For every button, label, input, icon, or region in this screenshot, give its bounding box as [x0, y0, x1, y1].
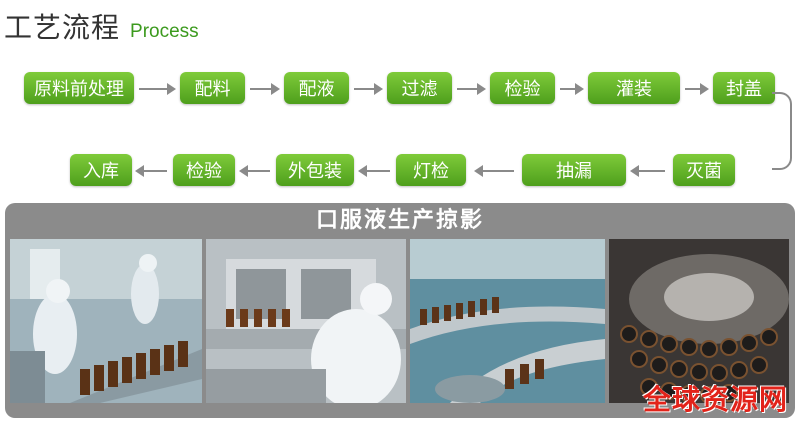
flow-arrow	[457, 83, 486, 95]
row-connector-line	[772, 92, 792, 170]
step-sterilization: 灭菌	[673, 154, 735, 186]
step-light-inspection: 灯检	[396, 154, 466, 186]
step-raw-material-pretreatment: 原料前处理	[24, 72, 134, 104]
step-leak-test: 抽漏	[522, 154, 626, 186]
photo-section-title: 口服液生产掠影	[315, 207, 484, 233]
production-photo-3	[410, 239, 605, 403]
step-filling: 灌装	[588, 72, 680, 104]
step-warehousing: 入库	[70, 154, 132, 186]
flow-arrow	[358, 165, 390, 177]
flow-arrow	[135, 165, 167, 177]
flow-arrow	[239, 165, 270, 177]
flow-arrow	[630, 165, 665, 177]
step-capping: 封盖	[713, 72, 775, 104]
flow-arrow	[354, 83, 383, 95]
flow-arrow	[474, 165, 514, 177]
step-filtration: 过滤	[387, 72, 452, 104]
watermark-text: 全球资源网	[642, 383, 788, 416]
step-inspection-1: 检验	[490, 72, 555, 104]
step-solution-prep: 配液	[284, 72, 349, 104]
step-inspection-2: 检验	[173, 154, 235, 186]
page-title: 工艺流程	[4, 11, 121, 44]
production-photo-panel: 口服液生产掠影	[5, 203, 795, 418]
page-subtitle: Process	[130, 21, 199, 42]
flow-arrow	[560, 83, 584, 95]
step-outer-packaging: 外包装	[276, 154, 354, 186]
production-photo-4	[609, 239, 789, 403]
production-photo-1	[10, 239, 202, 403]
flow-arrow	[250, 83, 280, 95]
step-batching: 配料	[180, 72, 245, 104]
flow-arrow	[139, 83, 176, 95]
production-photo-2	[206, 239, 406, 403]
page-header: 工艺流程 Process	[4, 6, 199, 44]
flow-arrow	[685, 83, 709, 95]
